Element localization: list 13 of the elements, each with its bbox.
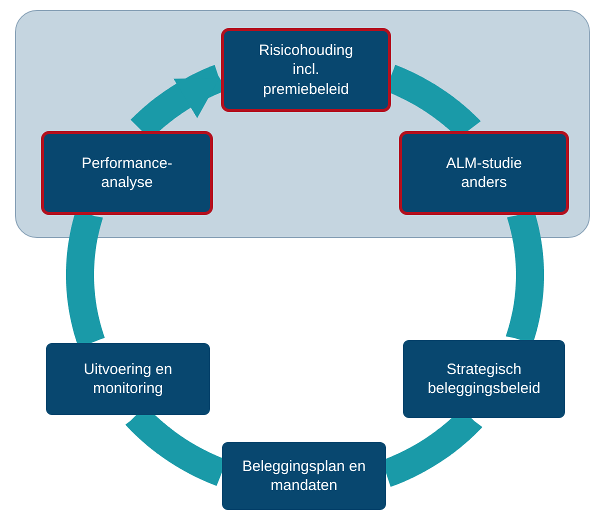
- box-label: Strategisch beleggingsbeleid: [426, 360, 542, 398]
- process-box: [41, 131, 213, 215]
- process-box: [403, 340, 565, 418]
- process-box: [222, 442, 386, 510]
- box-label: Uitvoering en monitoring: [82, 360, 174, 398]
- box-label: Performance-analyse: [80, 154, 174, 192]
- process-box: [221, 28, 391, 112]
- process-box: [46, 343, 210, 415]
- box-label: ALM-studie anders: [445, 154, 523, 192]
- group-panel: [15, 10, 590, 238]
- process-box: [399, 131, 569, 215]
- box-label: Risicohouding incl. premiebeleid: [258, 40, 354, 100]
- box-label: Beleggingsplan en mandaten: [242, 456, 366, 496]
